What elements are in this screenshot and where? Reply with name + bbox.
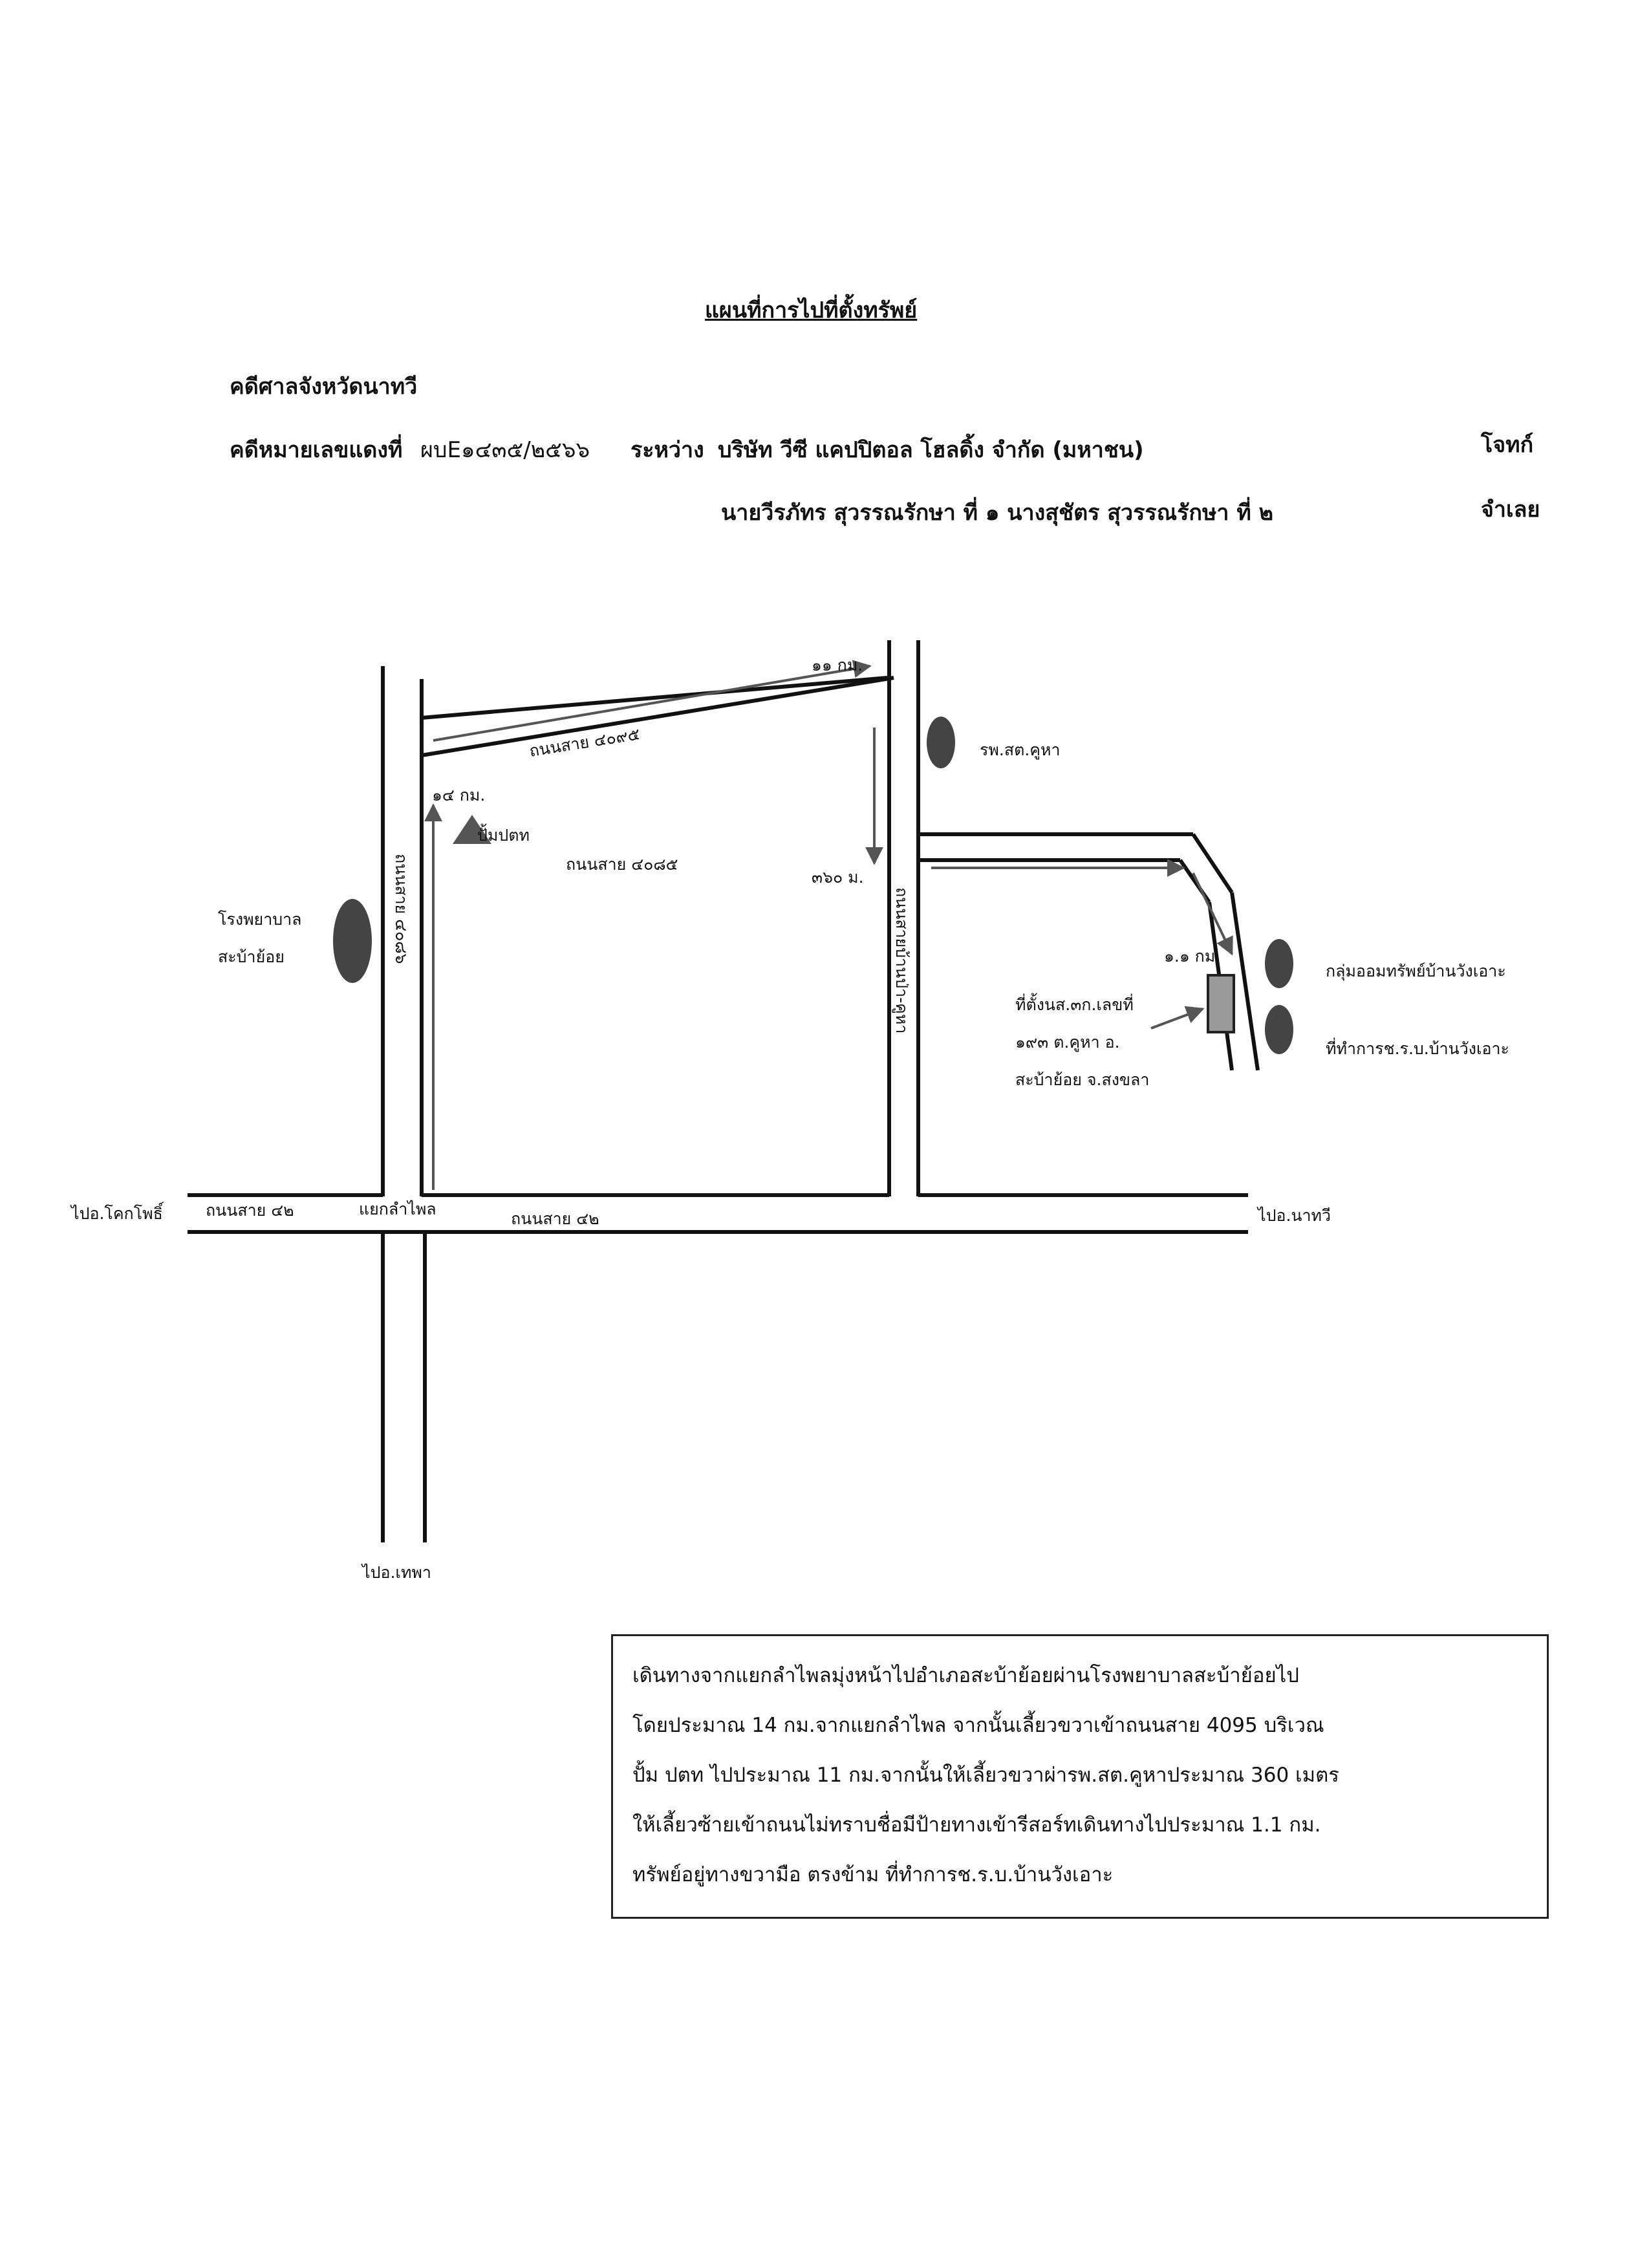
label-to-khok-pho: ไปอ.โคกโพธิ์ [70, 1202, 164, 1223]
label-to-na-thawi: ไปอ.นาทวี [1256, 1206, 1331, 1225]
directions-box: เดินทางจากแยกลำไพลมุ่งหน้าไปอำเภอสะบ้าย้… [611, 1634, 1549, 1919]
label-to-thepha: ไปอ.เทพา [361, 1563, 431, 1582]
health-station-icon [927, 717, 955, 768]
label-road-unnamed: ถนนสายบ้านป่า-คูหา [892, 887, 911, 1033]
directions-line-2: โดยประมาณ 14 กม.จากแยกลำไพล จากนั้นเลี้ย… [632, 1714, 1324, 1737]
label-road-42-left: ถนนสาย ๔๒ [206, 1201, 294, 1220]
road-lines [188, 640, 1260, 1542]
label-junction: แยกลำไพล [359, 1200, 436, 1218]
case-number: ผบE๑๔๓๕/๒๕๖๖ [420, 437, 590, 463]
label-hospital-line1: โรงพยาบาล [218, 910, 301, 929]
label-property-line1: ที่ตั้งนส.๓ก.เลขที่ [1015, 993, 1134, 1014]
label-property-line2: ๑๙๓ ต.คูหา อ. [1015, 1033, 1120, 1052]
hospital-icon [333, 899, 372, 983]
road-east-upper-bend [1191, 833, 1234, 894]
gas-station-icon [453, 815, 491, 844]
directions-line-3: ปั้ม ปตท ไปประมาณ 11 กม.จากนั้นให้เลี้ยว… [632, 1764, 1339, 1787]
directions-line-5: ทรัพย์อยู่ทางขวามือ ตรงข้าม ที่ทำการช.ร.… [632, 1863, 1114, 1886]
between-label: ระหว่าง [630, 437, 704, 463]
directions-line-1: เดินทางจากแยกลำไพลมุ่งหน้าไปอำเภอสะบ้าย้… [632, 1664, 1299, 1687]
plaintiff-name: บริษัท วีซี แคปปิตอล โฮลดิ้ง จำกัด (มหาช… [718, 437, 1144, 463]
property-icon [1207, 974, 1235, 1033]
defendant-role: จำเลย [1481, 497, 1540, 523]
arrow-1-1km [1192, 872, 1233, 956]
label-gas-station: ปั้มปตท [477, 823, 530, 845]
road-4095-upper-edge [421, 676, 888, 720]
label-health-station: รพ.สต.คูหา [980, 740, 1061, 760]
label-road-4085: ถนนสาย ๔๐๘๕ [566, 855, 678, 874]
court-name: คดีศาลจังหวัดนาทวี [230, 374, 418, 400]
defendants-names: นายวีรภัทร สุวรรณรักษา ที่ ๑ นางสุชัตร ส… [721, 500, 1274, 526]
label-dist-11km: ๑๑ กม. [812, 656, 863, 675]
village-office-icon [1265, 1005, 1293, 1054]
plaintiff-role: โจทก์ [1481, 432, 1534, 458]
road-4095-lower-edge [421, 676, 894, 757]
arrow-11km [433, 660, 872, 742]
label-hospital-line2: สะบ้าย้อย [218, 947, 285, 966]
document-title: แผนที่การไปที่ตั้งทรัพย์ [705, 297, 918, 323]
directions-line-4: ให้เลี้ยวซ้ายเข้าถนนไม่ทราบชื่อมีป้ายทาง… [632, 1813, 1321, 1837]
label-road-42-mid: ถนนสาย ๔๒ [511, 1209, 599, 1228]
case-number-label: คดีหมายเลขแดงที่ [230, 437, 403, 463]
label-dist-14km: ๑๔ กม. [432, 786, 485, 805]
label-property-line3: สะบ้าย้อย จ.สงขลา [1015, 1070, 1149, 1089]
road-east-upper-tail [1230, 892, 1260, 1071]
label-dist-360m: ๓๖๐ ม. [812, 868, 864, 887]
label-village-office: ที่ทำการช.ร.บ.บ้านวังเอาะ [1326, 1037, 1509, 1058]
label-road-4086: ถนนสาย ๔๐๘๖ [392, 854, 411, 964]
savings-group-icon [1265, 939, 1293, 988]
label-dist-1-1km: ๑.๑ กม. [1164, 947, 1220, 966]
label-savings-group: กลุ่มออมทรัพย์บ้านวังเอาะ [1326, 962, 1506, 981]
arrow-property [1150, 1006, 1205, 1030]
